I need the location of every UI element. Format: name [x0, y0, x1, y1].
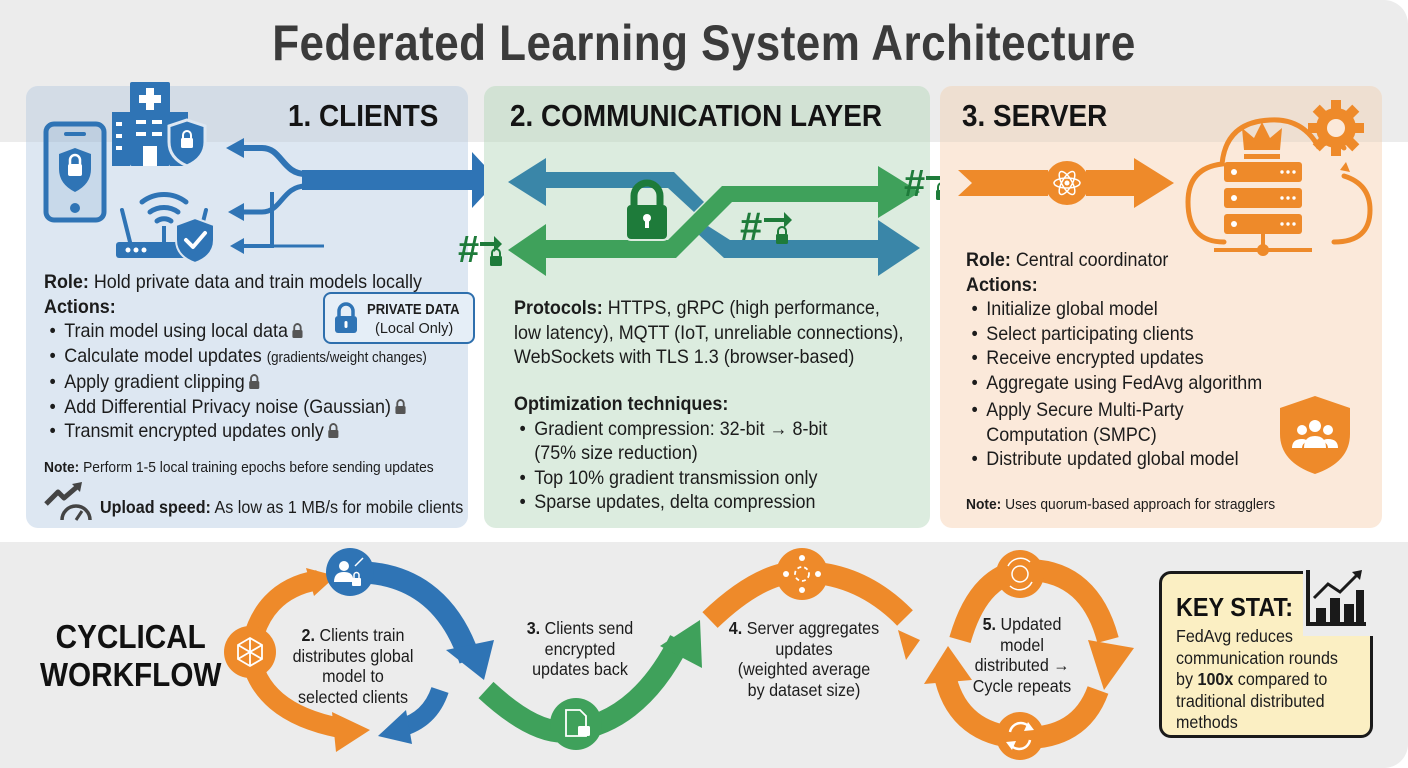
clients-note: Note: Perform 1-5 local training epochs … [44, 459, 434, 476]
bidirectional-arrows-graphic: # [508, 158, 920, 276]
clients-actions-label: Actions: [44, 295, 116, 318]
aggregate-nodes-icon [783, 555, 821, 593]
workflow-step-4: 4. Server aggregates updates (weighted a… [728, 618, 880, 700]
server-note: Note: Uses quorum-based approach for str… [966, 496, 1276, 513]
communication-panel: 2. COMMUNICATION LAYER # Protocols: HTTP… [484, 86, 930, 528]
encrypted-file-icon [565, 709, 590, 737]
server-inbound-arrow [958, 158, 1174, 208]
shield-group-icon [1280, 396, 1350, 474]
lock-icon [625, 179, 669, 241]
list-item: Gradient compression: 32-bit → 8-bit(75%… [520, 417, 828, 466]
key-stat-box: KEY STAT: FedAvg reduces communication r… [1159, 568, 1375, 738]
shield-check-icon [175, 216, 215, 265]
key-stat-body: FedAvg reduces communication rounds by 1… [1176, 626, 1338, 732]
svg-text:#: # [458, 229, 479, 271]
smartphone-shield-icon [43, 121, 107, 223]
list-item: Aggregate using FedAvg algorithm [972, 371, 1263, 396]
list-item: Add Differential Privacy noise (Gaussian… [50, 395, 427, 420]
clients-panel: 1. CLIENTS [26, 82, 498, 528]
hash-lock-icon: # [740, 205, 792, 249]
list-item: Transmit encrypted updates only [50, 419, 427, 444]
svg-text:#: # [904, 163, 925, 205]
workflow-title: CYCLICAL WORKFLOW [40, 618, 222, 693]
atom-icon [1053, 170, 1081, 196]
protocols-text: Protocols: HTTPS, gRPC (high performance… [514, 297, 904, 368]
lock-icon [328, 423, 339, 438]
communication-heading: 2. COMMUNICATION LAYER [510, 98, 883, 133]
server-details: Role: Central coordinator Actions: Initi… [966, 248, 1262, 472]
svg-text:#: # [740, 205, 762, 249]
gear-icon [1308, 100, 1364, 156]
clients-role: Role: Hold private data and train models… [44, 271, 422, 293]
server-panel: 3. SERVER [940, 86, 1382, 528]
refresh-network-icon [1007, 557, 1033, 591]
list-item: Receive encrypted updates [972, 346, 1262, 371]
clients-heading: 1. CLIENTS [288, 98, 439, 133]
list-item: Sparse updates, delta compression [520, 490, 827, 515]
cloud-server-icon [1185, 100, 1373, 256]
list-item: Initialize global model [972, 297, 1262, 322]
workflow-step-5: 5. Updated model distributed → Cycle rep… [972, 614, 1072, 696]
workflow-cycle-graphic [224, 548, 1134, 760]
clients-upload-speed: Upload speed: As low as 1 MB/s for mobil… [100, 497, 464, 517]
network-node-icon [237, 636, 263, 668]
server-role: Role: Central coordinator [966, 249, 1169, 271]
speedometer-trend-icon [44, 482, 92, 521]
client-flow-arrows [226, 138, 498, 254]
server-actions-list: Initialize global model Select participa… [966, 297, 1263, 472]
hospital-building-icon [112, 82, 207, 168]
list-item: Train model using local data [50, 319, 427, 344]
list-item: Apply gradient clipping [50, 370, 427, 395]
clients-details: Role: Hold private data and train models… [44, 270, 427, 444]
list-item: Calculate model updates (gradients/weigh… [50, 344, 427, 371]
hash-lock-icon: # [458, 229, 502, 271]
optimization-text: Optimization techniques: Gradient compre… [514, 392, 827, 515]
bar-chart-trend-icon [1306, 570, 1366, 626]
clients-actions-list: Train model using local data Calculate m… [44, 319, 427, 444]
lock-icon [249, 374, 260, 389]
lock-icon [395, 398, 406, 414]
key-stat-title: KEY STAT: [1176, 592, 1294, 622]
workflow-step-2: 2. Clients train distributes global mode… [292, 625, 414, 707]
server-heading: 3. SERVER [962, 98, 1108, 133]
workflow-step-3: 3. Clients send encrypted updates back [526, 618, 634, 679]
list-item: Select participating clients [972, 322, 1262, 347]
list-item: Top 10% gradient transmission only [520, 466, 827, 491]
page-title: Federated Learning System Architecture [272, 15, 1136, 71]
user-lock-icon [334, 557, 364, 586]
list-item: Distribute updated global model [972, 447, 1262, 472]
lock-icon [292, 323, 303, 338]
crown-icon [1242, 122, 1282, 150]
